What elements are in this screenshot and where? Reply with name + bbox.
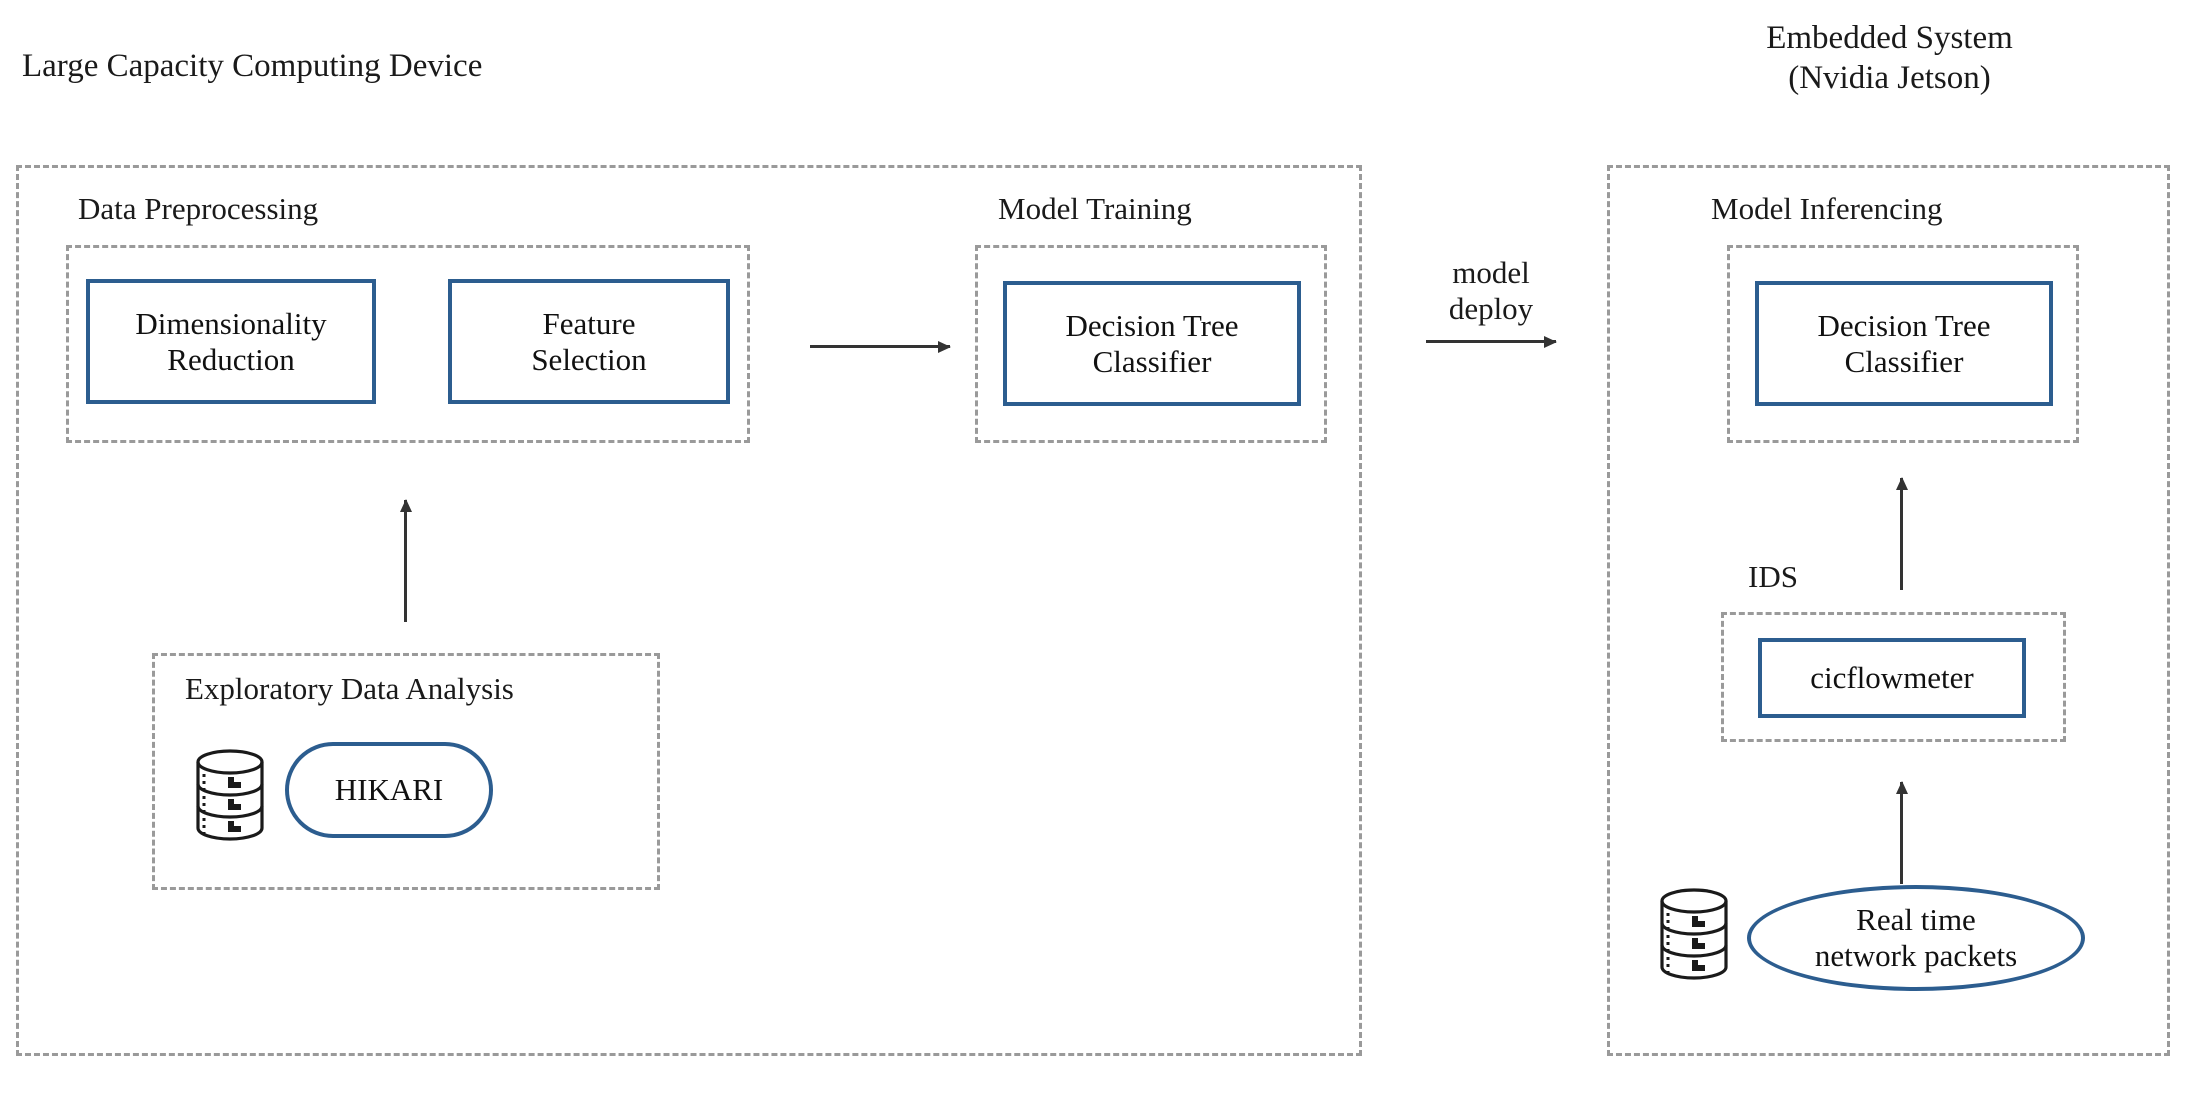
data-preprocessing-label: Data Preprocessing: [78, 191, 319, 226]
right-system-title: Embedded System (Nvidia Jetson): [1766, 20, 2013, 96]
model-training-label: Model Training: [998, 191, 1192, 226]
feature-selection-box[interactable]: Feature Selection: [448, 279, 730, 404]
preprocessing-to-training-arrow-icon: [810, 345, 950, 348]
right-panel-container: [1607, 165, 2170, 1056]
data-preprocessing-group: [66, 245, 750, 443]
cicflowmeter-box[interactable]: cicflowmeter: [1758, 638, 2026, 718]
eda-to-preprocessing-arrow-icon: [404, 500, 407, 622]
ids-group: [1721, 612, 2066, 742]
exploratory-data-analysis-group: [152, 653, 660, 890]
database-cylinder-icon: [1652, 887, 1736, 981]
database-cylinder-icon: [188, 748, 272, 842]
hikari-node[interactable]: HIKARI: [285, 742, 493, 838]
model-inferencing-group: [1727, 245, 2079, 443]
left-panel-container: [16, 165, 1362, 1056]
model-training-group: [975, 245, 1327, 443]
real-time-network-packets-node[interactable]: Real time network packets: [1747, 885, 2085, 991]
dimensionality-reduction-box[interactable]: Dimensionality Reduction: [86, 279, 376, 404]
decision-tree-classifier-training-box[interactable]: Decision Tree Classifier: [1003, 281, 1301, 406]
model-deploy-arrow-icon: [1426, 340, 1556, 343]
left-system-title: Large Capacity Computing Device: [22, 48, 483, 84]
decision-tree-classifier-inference-box[interactable]: Decision Tree Classifier: [1755, 281, 2053, 406]
ids-label: IDS: [1748, 559, 1798, 594]
exploratory-data-analysis-label: Exploratory Data Analysis: [185, 671, 514, 706]
model-inferencing-label: Model Inferencing: [1711, 191, 1943, 226]
ids-to-inferencing-arrow-icon: [1900, 478, 1903, 590]
model-deploy-label: model deploy: [1448, 255, 1534, 326]
packets-to-ids-arrow-icon: [1900, 782, 1903, 884]
